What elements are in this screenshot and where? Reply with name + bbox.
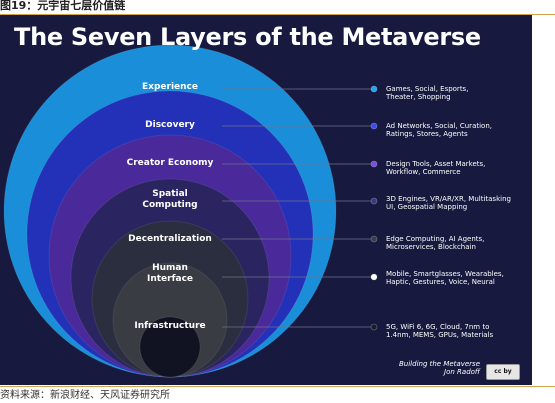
desc-line: 1.4nm, MEMS, GPUs, Materials <box>386 331 494 339</box>
desc-line: Design Tools, Asset Markets, <box>386 160 486 168</box>
layer-label-line: Infrastructure <box>134 321 206 331</box>
desc-line: 3D Engines, VR/AR/XR, Multitasking <box>386 195 511 203</box>
layer-label-line: Interface <box>146 274 194 284</box>
desc-line: 5G, WiFi 6, 6G, Cloud, 7nm to <box>386 323 490 331</box>
layer-label-line: Computing <box>142 200 198 210</box>
desc-line: Edge Computing, AI Agents, <box>386 235 485 243</box>
desc-line: Ratings, Stores, Agents <box>386 130 468 138</box>
layer-label-infrastructure: Infrastructure <box>120 321 220 332</box>
layer-label-line: Creator Economy <box>126 158 214 168</box>
cc-license-badge: cc by <box>486 364 520 380</box>
layer-dot-icon <box>370 160 378 168</box>
layer-label-creator-economy: Creator Economy <box>120 158 220 169</box>
diagram-title: The Seven Layers of the Metaverse <box>14 23 481 51</box>
layer-dot-icon <box>370 122 378 130</box>
layer-desc-human-interface: Mobile, Smartglasses, Wearables, Haptic,… <box>386 270 526 286</box>
layer-label-spatial-computing: Spatial Computing <box>120 189 220 211</box>
desc-line: Theater, Shopping <box>386 93 451 101</box>
layer-dot-icon <box>370 235 378 243</box>
layer-label-decentralization: Decentralization <box>120 234 220 245</box>
layer-label-line: Discovery <box>145 120 195 130</box>
layer-dot-icon <box>370 273 378 281</box>
credit-line: Building the Metaverse <box>399 360 480 368</box>
desc-line: Haptic, Gestures, Voice, Neural <box>386 278 495 286</box>
layer-dot-icon <box>370 197 378 205</box>
diagram-credit: Building the Metaverse Jon Radoff <box>386 360 480 376</box>
layer-desc-creator-economy: Design Tools, Asset Markets, Workflow, C… <box>386 160 526 176</box>
caption-divider <box>0 14 555 15</box>
layer-label-line: Experience <box>142 82 198 92</box>
layer-desc-experience: Games, Social, Esports, Theater, Shoppin… <box>386 85 526 101</box>
figure-caption: 图19：元宇宙七层价值链 <box>0 0 126 12</box>
layer-desc-infrastructure: 5G, WiFi 6, 6G, Cloud, 7nm to 1.4nm, MEM… <box>386 323 526 339</box>
layer-label-experience: Experience <box>120 82 220 93</box>
desc-line: Workflow, Commerce <box>386 168 461 176</box>
desc-line: UI, Geospatial Mapping <box>386 203 468 211</box>
layer-label-line: Spatial <box>152 189 188 199</box>
metaverse-layers-diagram: The Seven Layers of the Metaverse Experi… <box>0 15 532 385</box>
layer-desc-spatial-computing: 3D Engines, VR/AR/XR, Multitasking UI, G… <box>386 195 526 211</box>
desc-line: Microservices, Blockchain <box>386 243 476 251</box>
desc-line: Games, Social, Esports, <box>386 85 469 93</box>
layer-label-line: Decentralization <box>128 234 212 244</box>
layer-desc-decentralization: Edge Computing, AI Agents, Microservices… <box>386 235 526 251</box>
desc-line: Mobile, Smartglasses, Wearables, <box>386 270 504 278</box>
source-note: 资料来源：新浪财经、天风证券研究所 <box>0 390 170 401</box>
desc-line: Ad Networks, Social, Curation, <box>386 122 492 130</box>
credit-line: Jon Radoff <box>444 368 480 376</box>
layer-dot-icon <box>370 85 378 93</box>
concentric-layers-graphic <box>3 44 378 378</box>
layer-label-human-interface: Human Interface <box>120 263 220 285</box>
layer-label-line: Human <box>152 263 188 273</box>
layer-dot-icon <box>370 323 378 331</box>
layer-circle-infrastructure <box>139 316 201 378</box>
layer-desc-discovery: Ad Networks, Social, Curation, Ratings, … <box>386 122 526 138</box>
layer-label-discovery: Discovery <box>120 120 220 131</box>
source-divider <box>0 386 555 387</box>
